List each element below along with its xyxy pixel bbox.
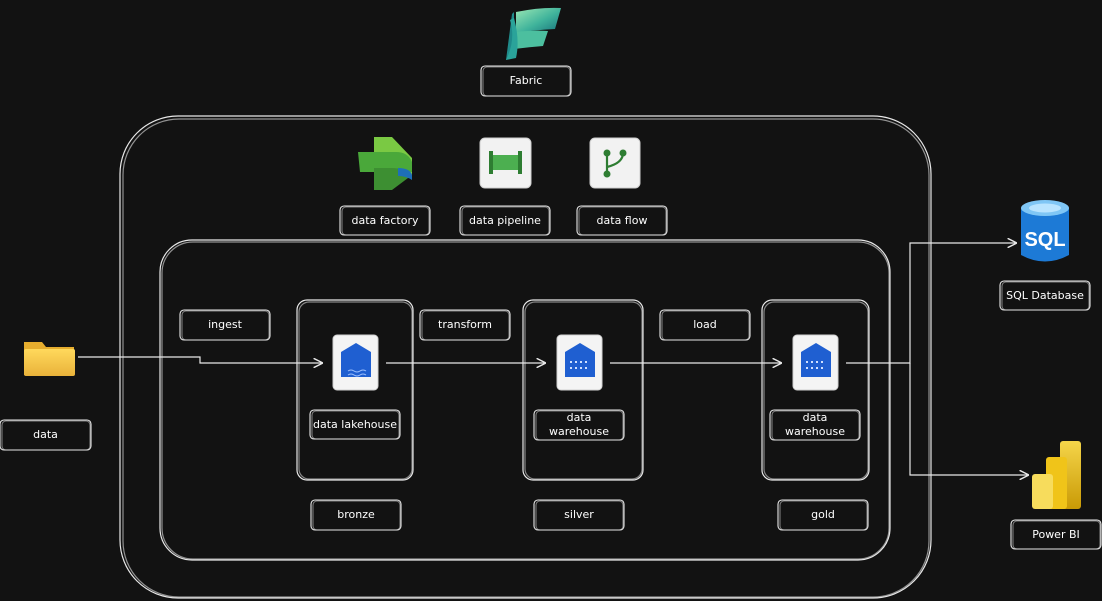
data-flow-label-box xyxy=(576,205,668,236)
load-label-box xyxy=(659,309,751,341)
ingest-label-box xyxy=(179,309,271,341)
silver-warehouse-icon xyxy=(556,334,603,391)
medallion-container xyxy=(159,239,891,561)
gold-label-box xyxy=(777,499,869,531)
data-factory-icon xyxy=(358,137,412,190)
sql-icon-text: SQL xyxy=(1024,229,1065,251)
lakehouse-icon xyxy=(332,334,379,391)
arrow-gold-to-sql xyxy=(846,243,1016,364)
silver-warehouse-label-box xyxy=(533,409,625,441)
bronze-label-box xyxy=(310,499,402,531)
silver-card xyxy=(522,299,644,481)
data-pipeline-icon xyxy=(479,137,532,189)
gold-card xyxy=(761,299,870,481)
silver-label-box xyxy=(533,499,625,531)
data-label-box xyxy=(0,419,92,451)
data-pipeline-label-box xyxy=(459,205,551,236)
folder-icon xyxy=(24,342,75,376)
gold-warehouse-icon xyxy=(792,334,839,391)
lakehouse-label-box xyxy=(309,409,401,440)
fabric-logo-icon xyxy=(506,7,561,60)
arrow-data-to-lakehouse xyxy=(78,356,322,363)
arrow-gold-to-powerbi xyxy=(909,363,1028,475)
fabric-label-box xyxy=(480,65,572,97)
transform-label-box xyxy=(419,309,511,341)
sql-database-label-box xyxy=(999,280,1091,311)
data-factory-label-box xyxy=(339,205,431,236)
gold-warehouse-label-box xyxy=(769,409,861,441)
bronze-card xyxy=(296,299,414,481)
data-flow-icon xyxy=(589,137,641,189)
power-bi-label-box xyxy=(1010,519,1102,550)
sql-database-icon: SQL xyxy=(1021,200,1069,262)
power-bi-icon xyxy=(1032,441,1081,509)
